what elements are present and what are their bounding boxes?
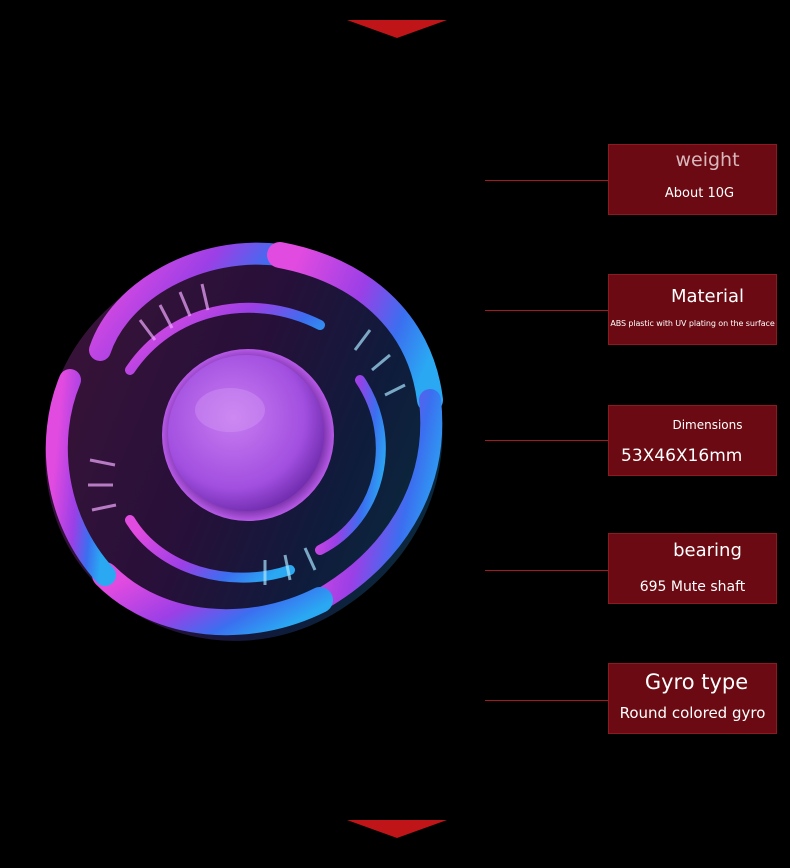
top-arrow-marker	[347, 20, 447, 38]
spec-value: About 10G	[664, 186, 735, 201]
spec-card-weight: weight About 10G	[608, 144, 777, 215]
spec-value: 53X46X16mm	[621, 446, 743, 466]
spec-label: Material	[670, 286, 745, 307]
spec-card-gyro-type: Gyro type Round colored gyro	[608, 663, 777, 734]
spec-value: Round colored gyro	[619, 704, 766, 722]
spec-label: weight	[675, 149, 740, 171]
spec-card-material: Material ABS plastic with UV plating on …	[608, 274, 777, 345]
phoenix-fidget-spinner-image	[45, 242, 443, 641]
spec-value: 695 Mute shaft	[639, 579, 746, 595]
bottom-arrow-marker	[347, 820, 447, 838]
spec-card-bearing: bearing 695 Mute shaft	[608, 533, 777, 604]
spec-card-dimensions: Dimensions 53X46X16mm	[608, 405, 777, 476]
spec-label: bearing	[673, 540, 742, 561]
spec-value: ABS plastic with UV plating on the surfa…	[610, 319, 775, 328]
spec-label: Dimensions	[672, 418, 743, 432]
spec-label: Gyro type	[644, 670, 749, 694]
